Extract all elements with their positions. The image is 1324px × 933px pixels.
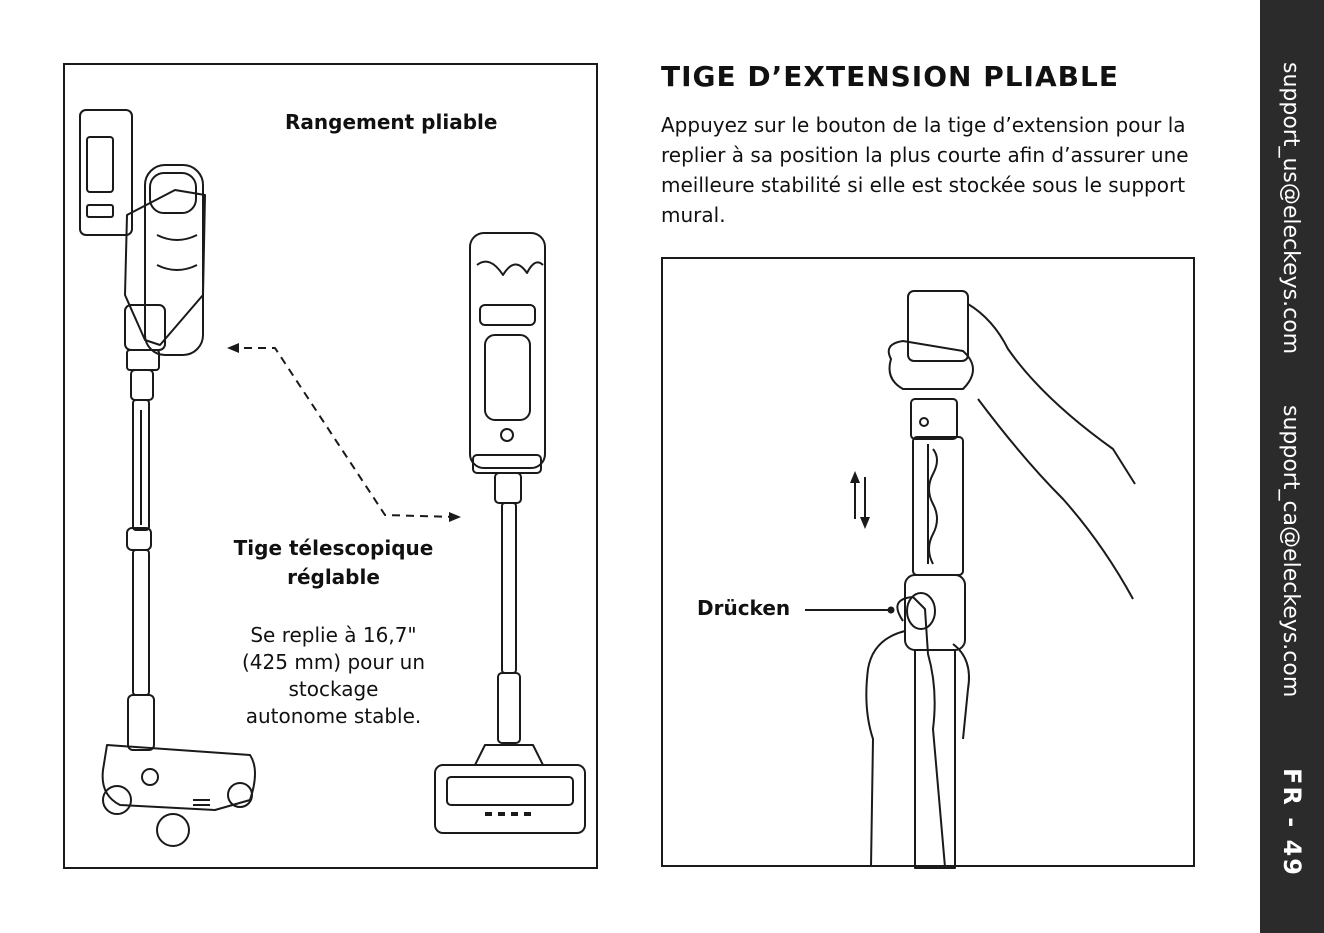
- telescopic-desc-line4: autonome stable.: [245, 704, 422, 728]
- page-number: FR - 49: [1278, 768, 1306, 877]
- section-title: TIGE D’EXTENSION PLIABLE: [661, 60, 1119, 93]
- arrow-up: [850, 471, 860, 483]
- email-us-link[interactable]: support_us@eleckeys.com: [1278, 62, 1303, 355]
- wall-mount-bracket-drawing: [79, 109, 133, 236]
- release-button: [906, 592, 936, 630]
- extension-wand-illustration-panel: [661, 257, 1195, 869]
- telescopic-desc-line3: stockage: [288, 677, 379, 701]
- side-tab: support_us@eleckeys.com support_ca@eleck…: [1260, 0, 1324, 933]
- press-label: Drücken: [697, 596, 791, 620]
- wand-connector: [907, 290, 969, 362]
- email-ca-link[interactable]: support_ca@eleckeys.com: [1278, 405, 1303, 698]
- arrow-head-right: [449, 512, 461, 522]
- lower-hand-drawing: [896, 596, 946, 868]
- upper-hand-drawing: [967, 303, 1136, 485]
- fold-arrow-path: [230, 347, 456, 518]
- extension-wand-drawing: [805, 290, 1136, 869]
- arrow-head-left: [227, 343, 239, 353]
- telescopic-title-line1: Tige télescopique: [233, 536, 434, 560]
- mounted-vacuum-drawing: [101, 164, 256, 847]
- standalone-vacuum-drawing: [434, 232, 586, 834]
- extension-tube: [912, 436, 964, 576]
- storage-label: Rangement pliable: [285, 110, 498, 134]
- press-dot: [887, 606, 895, 614]
- telescopic-title-line2: réglable: [287, 565, 380, 589]
- section-body: Appuyez sur le bouton de la tige d’exten…: [661, 113, 1189, 227]
- telescopic-desc-line1: Se replie à 16,7": [250, 623, 417, 647]
- arrow-down: [860, 517, 870, 529]
- folding-storage-illustration-panel: [63, 63, 598, 869]
- vacuum-illustrations: [79, 109, 586, 847]
- telescopic-desc-line2: (425 mm) pour un: [242, 650, 425, 674]
